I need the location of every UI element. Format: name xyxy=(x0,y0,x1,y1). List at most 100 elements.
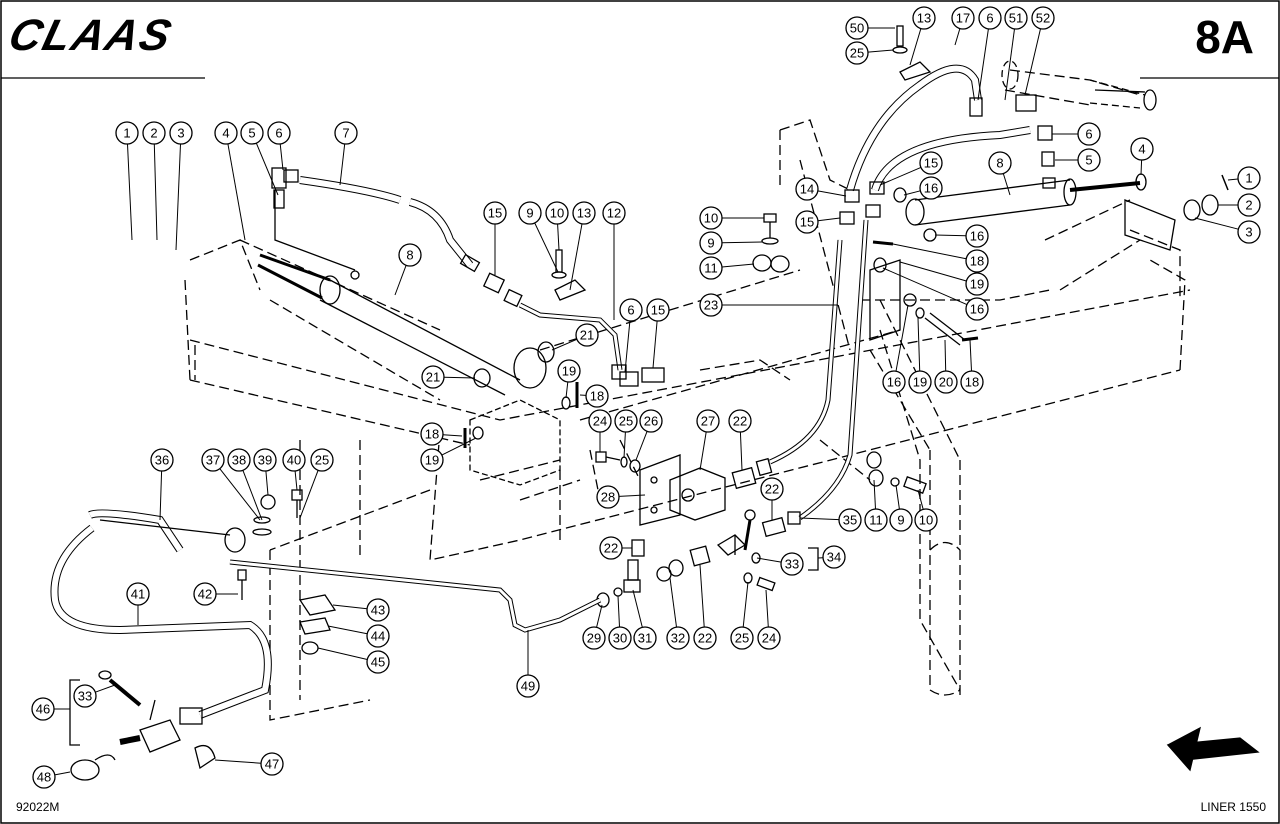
callout-number: 13 xyxy=(917,11,931,26)
adapter-22-35 xyxy=(761,511,801,538)
callout-c1b: 1 xyxy=(1237,166,1261,190)
callout-circle xyxy=(32,765,56,789)
callout-c2b: 2 xyxy=(1237,193,1261,217)
callout-circle xyxy=(988,151,1012,175)
callout-circle xyxy=(1237,166,1261,190)
callout-circle xyxy=(914,508,938,532)
leader-line-c11a xyxy=(721,263,755,268)
callout-number: 8 xyxy=(996,156,1003,171)
callout-circle xyxy=(780,552,804,576)
leader-line-c10a xyxy=(557,223,560,251)
callout-c19d: 19 xyxy=(908,370,932,394)
callout-number: 14 xyxy=(800,182,814,197)
callout-c31: 31 xyxy=(633,626,657,650)
callout-c25b: 25 xyxy=(845,41,869,65)
leader-line-c20 xyxy=(944,339,947,372)
callout-number: 19 xyxy=(562,364,576,379)
leader-line-c16c xyxy=(882,267,968,306)
callout-c9c: 9 xyxy=(889,508,913,532)
callout-circle xyxy=(951,6,975,30)
callout-circle xyxy=(310,448,334,472)
callout-number: 24 xyxy=(762,631,776,646)
callout-c35: 35 xyxy=(838,508,862,532)
callout-circle xyxy=(822,545,846,569)
callout-number: 3 xyxy=(177,126,184,141)
callout-number: 26 xyxy=(644,414,658,429)
callout-number: 45 xyxy=(371,655,385,670)
callout-number: 20 xyxy=(939,375,953,390)
callout-number: 25 xyxy=(619,414,633,429)
pipe-12 xyxy=(518,302,627,380)
callout-circle xyxy=(908,370,932,394)
bolt-24-upper xyxy=(595,451,641,473)
leader-line-c22a xyxy=(739,431,743,471)
callout-c50: 50 xyxy=(845,16,869,40)
direction-arrow xyxy=(1166,726,1260,772)
callout-circle xyxy=(965,272,989,296)
frame-plates xyxy=(469,199,1176,486)
leader-line-c15c xyxy=(879,166,922,186)
drawing-number: 92022M xyxy=(16,800,60,814)
adapter-15-left xyxy=(482,272,523,308)
callout-number: 33 xyxy=(78,689,92,704)
callout-circle xyxy=(596,485,620,509)
callout-c24b: 24 xyxy=(757,626,781,650)
callout-circle xyxy=(614,409,638,433)
leader-line-c27 xyxy=(699,431,707,471)
callout-number: 52 xyxy=(1036,11,1050,26)
callout-circle xyxy=(699,256,723,280)
leader-line-c44 xyxy=(327,625,368,635)
leader-line-c15d xyxy=(817,217,841,222)
callout-c13a: 13 xyxy=(572,201,596,225)
callout-c12: 12 xyxy=(602,201,626,225)
callout-c2a: 2 xyxy=(142,121,166,145)
callout-number: 10 xyxy=(704,211,718,226)
callout-circle xyxy=(398,243,422,267)
callout-c6c: 6 xyxy=(978,6,1002,30)
leader-line-c14 xyxy=(817,190,847,197)
callout-c22d: 22 xyxy=(693,626,717,650)
callout-number: 22 xyxy=(765,482,779,497)
pins-right xyxy=(872,240,979,346)
callout-number: 16 xyxy=(887,375,901,390)
callout-number: 7 xyxy=(342,126,349,141)
callout-number: 13 xyxy=(577,206,591,221)
right-hydraulic-cylinder xyxy=(905,173,1147,226)
callout-circle xyxy=(619,298,643,322)
callout-c8b: 8 xyxy=(988,151,1012,175)
callout-number: 15 xyxy=(800,215,814,230)
callout-circle xyxy=(267,121,291,145)
callout-c18a: 18 xyxy=(585,384,609,408)
callout-c32: 32 xyxy=(666,626,690,650)
callout-c22b: 22 xyxy=(760,477,784,501)
callout-c36: 36 xyxy=(150,448,174,472)
callout-c16c: 16 xyxy=(965,297,989,321)
hose-41 xyxy=(50,524,272,725)
callout-c33b: 33 xyxy=(73,684,97,708)
leader-line-c40 xyxy=(294,470,298,491)
callout-number: 9 xyxy=(897,513,904,528)
callout-number: 6 xyxy=(1085,127,1092,142)
callout-number: 17 xyxy=(956,11,970,26)
callout-c27: 27 xyxy=(696,409,720,433)
callout-number: 16 xyxy=(970,229,984,244)
leader-line-c5a xyxy=(255,142,279,196)
leader-line-c10c xyxy=(917,489,924,510)
callout-number: 21 xyxy=(580,328,594,343)
callout-circle xyxy=(1237,193,1261,217)
callout-c16a: 16 xyxy=(919,176,943,200)
leader-line-c3a xyxy=(175,143,181,251)
callout-c42: 42 xyxy=(193,582,217,606)
callout-c39: 39 xyxy=(253,448,277,472)
callout-number: 33 xyxy=(785,557,799,572)
hose-7 xyxy=(299,176,481,273)
callout-number: 9 xyxy=(707,236,714,251)
callout-circle xyxy=(582,626,606,650)
callout-c6b: 6 xyxy=(619,298,643,322)
leader-line-c16d xyxy=(895,304,909,372)
callout-number: 42 xyxy=(198,587,212,602)
callout-number: 15 xyxy=(488,206,502,221)
